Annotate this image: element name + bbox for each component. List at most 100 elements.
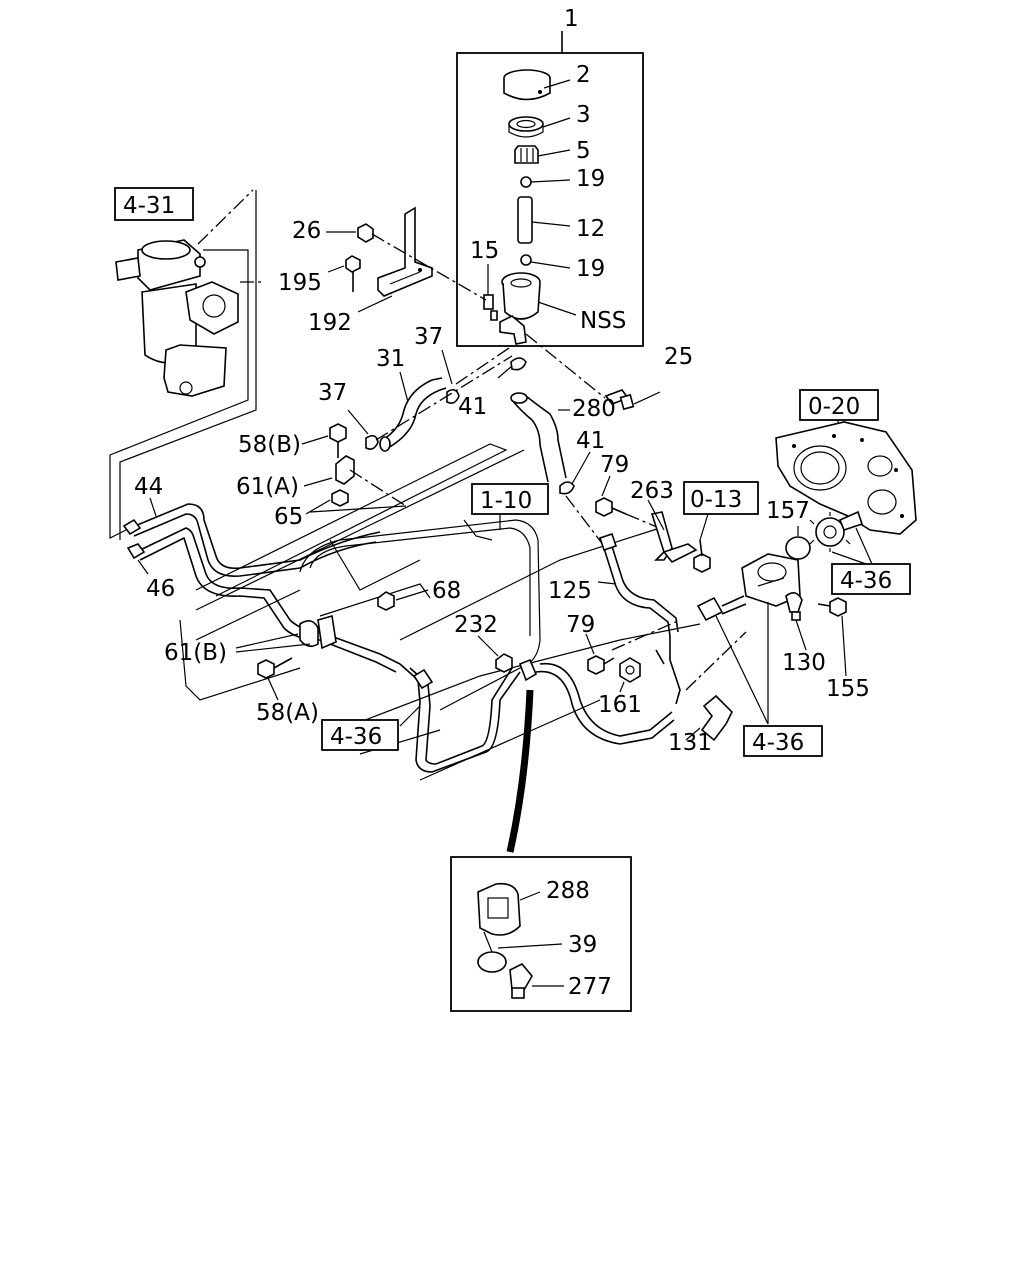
callout-161: 161 [598, 692, 642, 718]
callout-232: 232 [454, 612, 498, 638]
ref-4-36-right-top: 4-36 [840, 568, 892, 594]
nut-19-upper-part [520, 176, 532, 188]
nut-19-lower-part [520, 254, 532, 266]
ref-4-36-left: 4-36 [330, 724, 382, 750]
callout-79-lower: 79 [566, 612, 595, 638]
clamp-41-lower-part [559, 481, 575, 495]
nut-26-part [357, 223, 374, 243]
filter-part [514, 145, 539, 164]
callout-41-lower: 41 [576, 428, 605, 454]
callout-31: 31 [376, 346, 405, 372]
callout-37-upper: 37 [414, 324, 443, 350]
nut-232-part [495, 653, 513, 673]
ref-box-4-36-right-bottom [743, 725, 823, 757]
ref-1-10: 1-10 [480, 488, 532, 514]
callout-195: 195 [278, 270, 322, 296]
ref-box-1-10 [471, 483, 549, 515]
hose-280-part [510, 392, 567, 483]
callout-15: 15 [470, 238, 499, 264]
cap-seal-part [508, 116, 544, 138]
pipe-44-part [122, 503, 381, 577]
clamp-37-lower-part [365, 434, 379, 450]
bolt-155-part [817, 597, 847, 617]
ref-box-4-36-right-top [831, 563, 911, 595]
strainer-pipe-part [517, 196, 533, 244]
bolt-25-part [604, 389, 635, 411]
callout-58a: 58(A) [256, 700, 319, 726]
callout-157: 157 [766, 498, 810, 524]
callout-61a: 61(A) [236, 474, 299, 500]
callout-39: 39 [568, 932, 597, 958]
reservoir-assembly-frame [456, 52, 644, 347]
detail-frame [450, 856, 632, 1012]
steering-gear-part [115, 239, 239, 397]
bolt-195-part [345, 255, 361, 292]
callout-61b: 61(B) [164, 640, 227, 666]
bolt-58a-part [257, 657, 293, 679]
reservoir-body-part [490, 272, 541, 345]
return-hose-part [399, 662, 675, 773]
ref-4-31: 4-31 [123, 193, 175, 219]
reference-leader-thick [506, 689, 534, 853]
bolt-79-lower-part [587, 655, 615, 675]
o-ring-157-part [785, 536, 811, 560]
callout-192: 192 [308, 310, 352, 336]
hose-131-part [700, 694, 733, 742]
callout-5: 5 [576, 138, 591, 164]
callout-79-upper: 79 [600, 452, 629, 478]
callout-19-lower: 19 [576, 256, 605, 282]
callout-19-upper: 19 [576, 166, 605, 192]
callout-37-lower: 37 [318, 380, 347, 406]
callout-125: 125 [548, 578, 592, 604]
ref-4-36-right-bottom: 4-36 [752, 730, 804, 756]
ref-box-4-36-left [321, 719, 399, 751]
bolt-277-part [509, 963, 533, 999]
callout-nss: NSS [580, 308, 626, 334]
callout-65: 65 [274, 504, 303, 530]
clamp-41-upper-part [510, 357, 527, 371]
hose-31-part [379, 377, 447, 452]
callout-155: 155 [826, 676, 870, 702]
plate-288-part [477, 882, 521, 936]
callout-1: 1 [564, 6, 579, 32]
callout-130: 130 [782, 650, 826, 676]
callout-25: 25 [664, 344, 693, 370]
pipe-125-part [598, 532, 681, 705]
timing-gear-housing-part [775, 421, 917, 535]
callout-26: 26 [292, 218, 321, 244]
ref-box-0-13 [683, 481, 759, 515]
callout-68: 68 [432, 578, 461, 604]
bracket-192-part [377, 206, 433, 297]
callout-288: 288 [546, 878, 590, 904]
ref-0-20: 0-20 [808, 394, 860, 420]
callout-2: 2 [576, 62, 591, 88]
ref-box-4-31 [114, 187, 194, 221]
reservoir-assembly-group [456, 31, 644, 347]
pump-connector-part [696, 595, 747, 622]
callout-3: 3 [576, 102, 591, 128]
callout-41-upper: 41 [458, 394, 487, 420]
nut-65-part [331, 489, 349, 507]
callout-131: 131 [668, 730, 712, 756]
callout-12: 12 [576, 216, 605, 242]
nut-161-part [619, 657, 641, 683]
clamp-39-part [477, 931, 507, 973]
reservoir-cap-part [503, 69, 551, 101]
clamp-61a-part [335, 455, 355, 485]
clamp-37-upper-part [446, 388, 460, 404]
bolt-0-13-part [693, 539, 711, 573]
callout-46: 46 [146, 576, 175, 602]
ref-box-0-20 [799, 389, 879, 421]
bracket-15-part [483, 294, 494, 310]
callout-277: 277 [568, 974, 612, 1000]
fitting-130-part [785, 592, 803, 621]
nut-68-part [377, 591, 395, 611]
callout-263: 263 [630, 478, 674, 504]
bolt-58b-part [329, 423, 347, 458]
callout-44: 44 [134, 474, 163, 500]
bolt-79-upper-part [595, 497, 627, 517]
clamp-61b-part [299, 614, 337, 650]
callout-58b: 58(B) [238, 432, 301, 458]
pump-drive-gear-part [809, 510, 864, 552]
